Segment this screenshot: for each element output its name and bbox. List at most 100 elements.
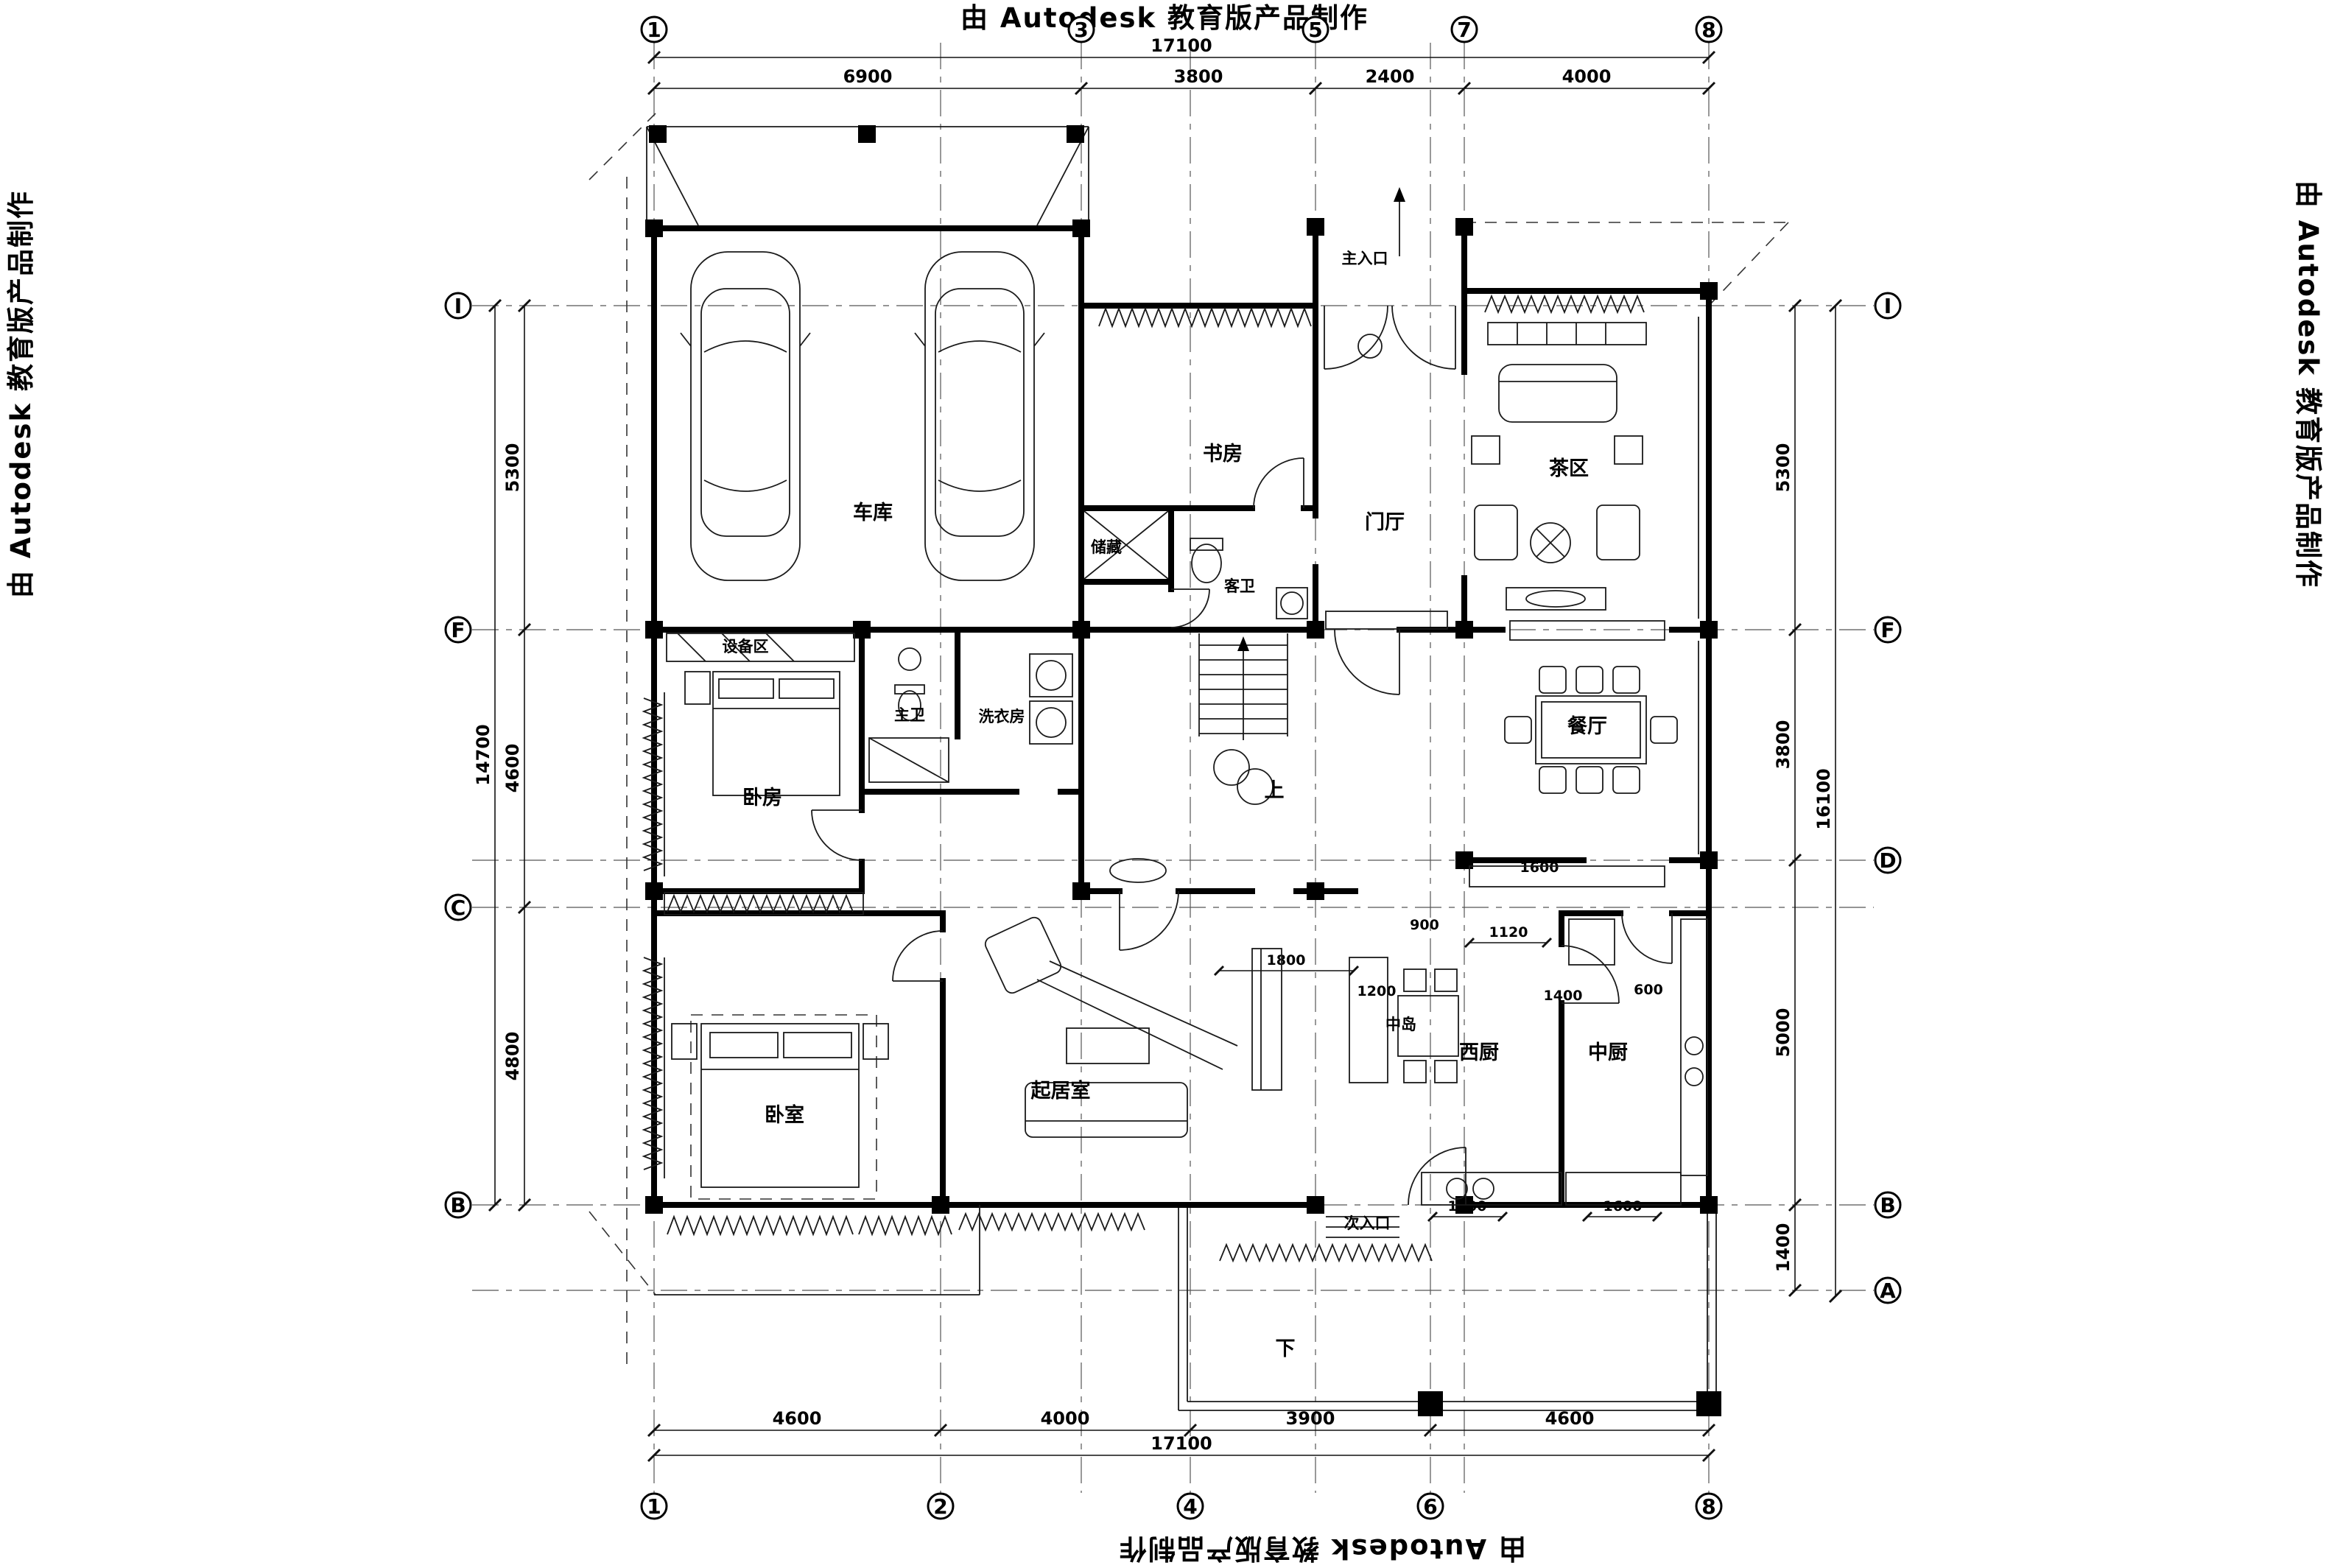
watermark-top: 由 Autodesk 教育版产品制作 — [960, 2, 1369, 34]
room-label-dining: 餐厅 — [1567, 715, 1607, 738]
stairs-up-arrow — [1237, 636, 1249, 651]
dim-interior-1120: 1120 — [1489, 924, 1528, 941]
dim-interior-900: 900 — [1410, 917, 1439, 933]
car-left — [680, 251, 811, 581]
room-label-bath-mid: 主卫 — [894, 706, 925, 724]
wardrobe-coil — [667, 893, 854, 914]
storage-hatch — [1083, 510, 1169, 580]
columns-layer — [645, 125, 1721, 1416]
grid-bubble-bottom-4: 4 — [1176, 1492, 1204, 1520]
dim-left-3: 4800 — [502, 1032, 523, 1081]
grid-bubble-top-7: 7 — [1450, 15, 1478, 43]
room-label-chinese-kitchen: 中厨 — [1588, 1041, 1628, 1064]
grid-bubble-label: C — [451, 896, 466, 920]
dim-bottom-2: 4000 — [1041, 1408, 1090, 1429]
guest-bath-fixtures — [1190, 538, 1308, 619]
grid-bubble-left-I: I — [444, 292, 472, 320]
dim-top-2: 3800 — [1174, 66, 1223, 87]
label-main-entrance: 主入口 — [1342, 250, 1388, 267]
furniture-layer — [666, 251, 1708, 1206]
tea-area-furniture — [1471, 322, 1665, 641]
dim-left-2: 4600 — [502, 744, 523, 793]
stairs — [1198, 633, 1288, 805]
grid-bubble-label: F — [1880, 618, 1894, 642]
grid-bubble-right-A: A — [1874, 1276, 1902, 1304]
terrace-coil — [1219, 1242, 1433, 1263]
room-label-guest-bath: 客卫 — [1224, 577, 1255, 595]
grid-bubble-label: 3 — [1074, 18, 1088, 42]
dim-right-4: 1400 — [1773, 1223, 1794, 1273]
room-label-tea-area: 茶区 — [1549, 457, 1589, 480]
grid-bubble-label: I — [454, 294, 462, 318]
grid-bubble-right-B: B — [1874, 1191, 1902, 1219]
equipment-area-unit — [666, 633, 855, 662]
dim-interior-1800: 1800 — [1267, 952, 1306, 968]
grid-bubble-top-8: 8 — [1695, 15, 1723, 43]
grid-centerlines-layer — [472, 43, 1874, 1493]
grid-bubble-label: 8 — [1701, 18, 1715, 42]
dim-bottom-total: 17100 — [1151, 1433, 1212, 1454]
grid-bubble-top-5: 5 — [1302, 15, 1329, 43]
room-label-laundry: 洗衣房 — [979, 708, 1025, 725]
dim-top-1: 6900 — [843, 66, 893, 87]
grid-bubbles-layer: 1 3 5 7 8 1 2 4 6 8 I F C B I F D B A — [444, 15, 1902, 1520]
grid-bubble-bottom-1: 1 — [640, 1492, 668, 1520]
dim-interior-1600a: 1600 — [1520, 859, 1559, 876]
dim-top-4: 4000 — [1562, 66, 1612, 87]
room-label-west-kitchen: 西厨 — [1459, 1041, 1499, 1064]
label-stairs-down: 下 — [1276, 1337, 1296, 1360]
porch-railing-coil-a — [667, 1214, 854, 1237]
room-label-bedroom-mid: 卧房 — [742, 787, 782, 809]
corridor-console — [1109, 858, 1167, 883]
bath-mid-fixtures — [868, 647, 949, 783]
grid-bubble-label: 1 — [647, 1494, 661, 1519]
window-coil-study — [1098, 306, 1312, 328]
dim-top-3: 2400 — [1366, 66, 1415, 87]
grid-bubble-bottom-6: 6 — [1416, 1492, 1444, 1520]
room-label-foyer: 门厅 — [1365, 511, 1405, 534]
dim-interior-600: 600 — [1634, 982, 1663, 998]
window-coil-tea — [1484, 294, 1645, 314]
dim-right-total: 16100 — [1813, 768, 1834, 830]
label-stairs-up: 上 — [1265, 779, 1285, 802]
grid-bubble-right-I: I — [1874, 292, 1902, 320]
window-coil-bedroom — [642, 957, 664, 1170]
dim-left-total: 14700 — [473, 724, 493, 786]
dim-interior-1200: 1200 — [1357, 983, 1397, 999]
chinese-kitchen-counter — [1565, 918, 1708, 1206]
grid-bubble-label: 1 — [647, 18, 661, 42]
grid-bubble-bottom-2: 2 — [927, 1492, 955, 1520]
grid-bubble-label: 4 — [1183, 1494, 1197, 1519]
bedroom-bed — [671, 1014, 889, 1200]
grid-bubble-left-C: C — [444, 893, 472, 921]
grid-bubble-top-1: 1 — [640, 15, 668, 43]
grid-bubble-label: A — [1880, 1279, 1896, 1303]
grid-bubble-label: 2 — [933, 1494, 947, 1519]
dim-bottom-4: 4600 — [1545, 1408, 1595, 1429]
dim-top-total: 17100 — [1151, 35, 1212, 56]
grid-bubble-label: 8 — [1701, 1494, 1715, 1519]
dim-bottom-1: 4600 — [773, 1408, 822, 1429]
grid-bubble-left-B: B — [444, 1191, 472, 1219]
bedroom-mid-bed — [684, 671, 840, 796]
roof-overhang-layer — [589, 113, 1789, 1366]
dimension-layer: 17100 6900 3800 2400 4000 4600 4000 3900… — [473, 35, 1843, 1463]
grid-bubble-left-F: F — [444, 616, 472, 644]
grid-bubble-label: I — [1884, 294, 1891, 318]
grid-bubble-label: D — [1879, 848, 1896, 873]
car-right — [914, 251, 1045, 581]
room-label-storage: 储藏 — [1091, 538, 1122, 556]
kitchen-island-set — [1349, 957, 1459, 1083]
grid-bubble-label: 7 — [1457, 18, 1471, 42]
dim-right-1: 5300 — [1773, 443, 1794, 493]
dim-left-1: 5300 — [502, 443, 523, 493]
room-label-garage: 车库 — [853, 501, 893, 524]
entrance-arrow — [1394, 187, 1405, 202]
grid-bubble-top-3: 3 — [1067, 15, 1095, 43]
grid-bubble-label: B — [450, 1193, 466, 1217]
dim-bottom-3: 3900 — [1286, 1408, 1335, 1429]
room-label-island: 中岛 — [1385, 1016, 1416, 1033]
porch-railing-coil-b — [858, 1214, 952, 1237]
